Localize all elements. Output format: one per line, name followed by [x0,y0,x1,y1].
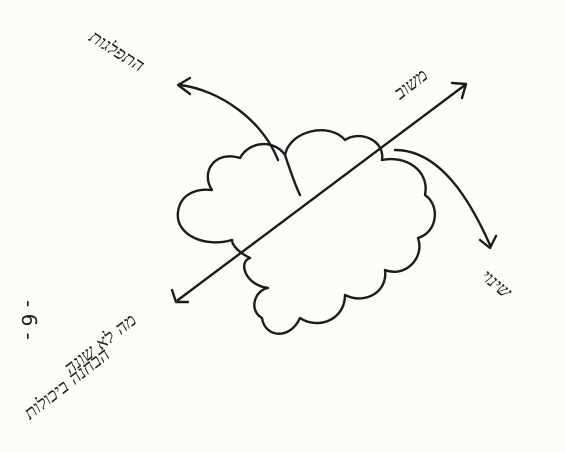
cloud-inner-divider [285,155,300,195]
arrowhead-bottom-left [172,290,188,302]
label-bottom-right: שינוי [477,266,516,304]
page-number: - 6 - [17,300,41,340]
lower-cloud-shape [232,159,435,334]
curved-arrow-top-left [180,85,278,160]
label-top-left: התפלגות [85,26,149,77]
label-top-right: משוב [389,65,432,105]
upper-cloud-shape [178,130,382,242]
main-diagonal-arrow-line [178,85,465,300]
